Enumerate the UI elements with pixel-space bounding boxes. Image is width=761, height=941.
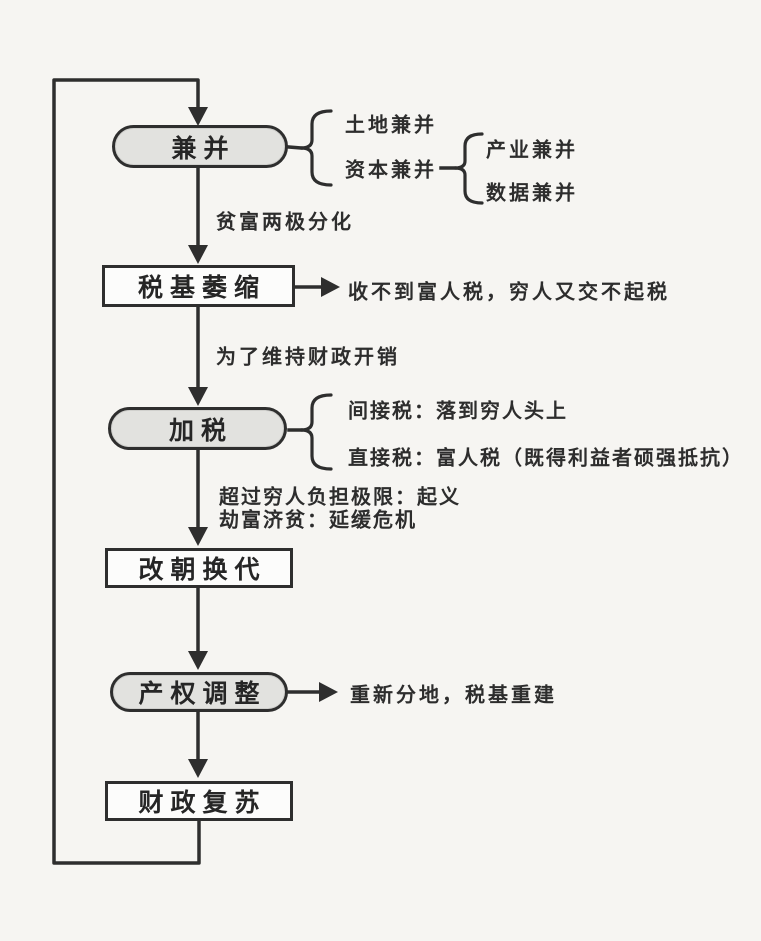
branch-direct-tax: 直接税：富人税（既得利益者硕强抵抗） <box>348 445 744 470</box>
node-tax-base-shrink: 税基萎缩 <box>102 265 295 307</box>
edge-label-maintain-fiscal: 为了维持财政开销 <box>216 344 400 369</box>
node-dynasty-change: 改朝换代 <box>105 548 293 588</box>
edge-label-rob-rich: 劫富济贫：延缓危机 <box>219 507 417 532</box>
merger-brace-tick <box>287 145 303 150</box>
merger-brace <box>299 109 333 187</box>
arrowhead-into-shrink <box>188 245 208 264</box>
branch-industry-merger: 产业兼并 <box>486 137 578 162</box>
arrowhead-shrink-note <box>321 277 340 297</box>
node-merger-label: 兼并 <box>171 133 236 163</box>
capital-brace <box>453 132 484 205</box>
branch-land-merger: 土地兼并 <box>345 112 437 137</box>
arrowhead-into-recovery <box>188 759 208 778</box>
arrowhead-into-taxincrease <box>188 387 208 406</box>
arrowhead-property-note <box>319 682 338 702</box>
edge-label-exceed-limit: 超过穷人负担极限：起义 <box>219 484 461 509</box>
node-tax-increase-label: 加税 <box>168 415 233 445</box>
node-fiscal-recovery-label: 财政复苏 <box>138 788 267 817</box>
node-dynasty-change-label: 改朝换代 <box>138 555 267 584</box>
note-property: 重新分地，税基重建 <box>350 682 557 707</box>
arrowhead-into-dynasty <box>188 527 208 546</box>
branch-data-merger: 数据兼并 <box>486 180 578 205</box>
node-tax-increase: 加税 <box>108 407 287 450</box>
feedback-loop-line <box>52 78 201 865</box>
node-property-rights-adjust: 产权调整 <box>110 672 288 712</box>
arrowhead-into-merger <box>188 107 208 126</box>
node-property-rights-adjust-label: 产权调整 <box>138 679 267 708</box>
tax-brace <box>299 393 333 471</box>
branch-capital-merger: 资本兼并 <box>345 157 437 182</box>
note-tax-base: 收不到富人税，穷人又交不起税 <box>348 279 670 304</box>
arrowhead-into-property <box>188 651 208 670</box>
edge-label-polarization: 贫富两极分化 <box>216 209 354 234</box>
node-merger: 兼并 <box>112 125 288 168</box>
node-fiscal-recovery: 财政复苏 <box>105 781 293 821</box>
node-tax-base-shrink-label: 税基萎缩 <box>137 273 266 302</box>
branch-indirect-tax: 间接税：落到穷人头上 <box>348 398 568 423</box>
